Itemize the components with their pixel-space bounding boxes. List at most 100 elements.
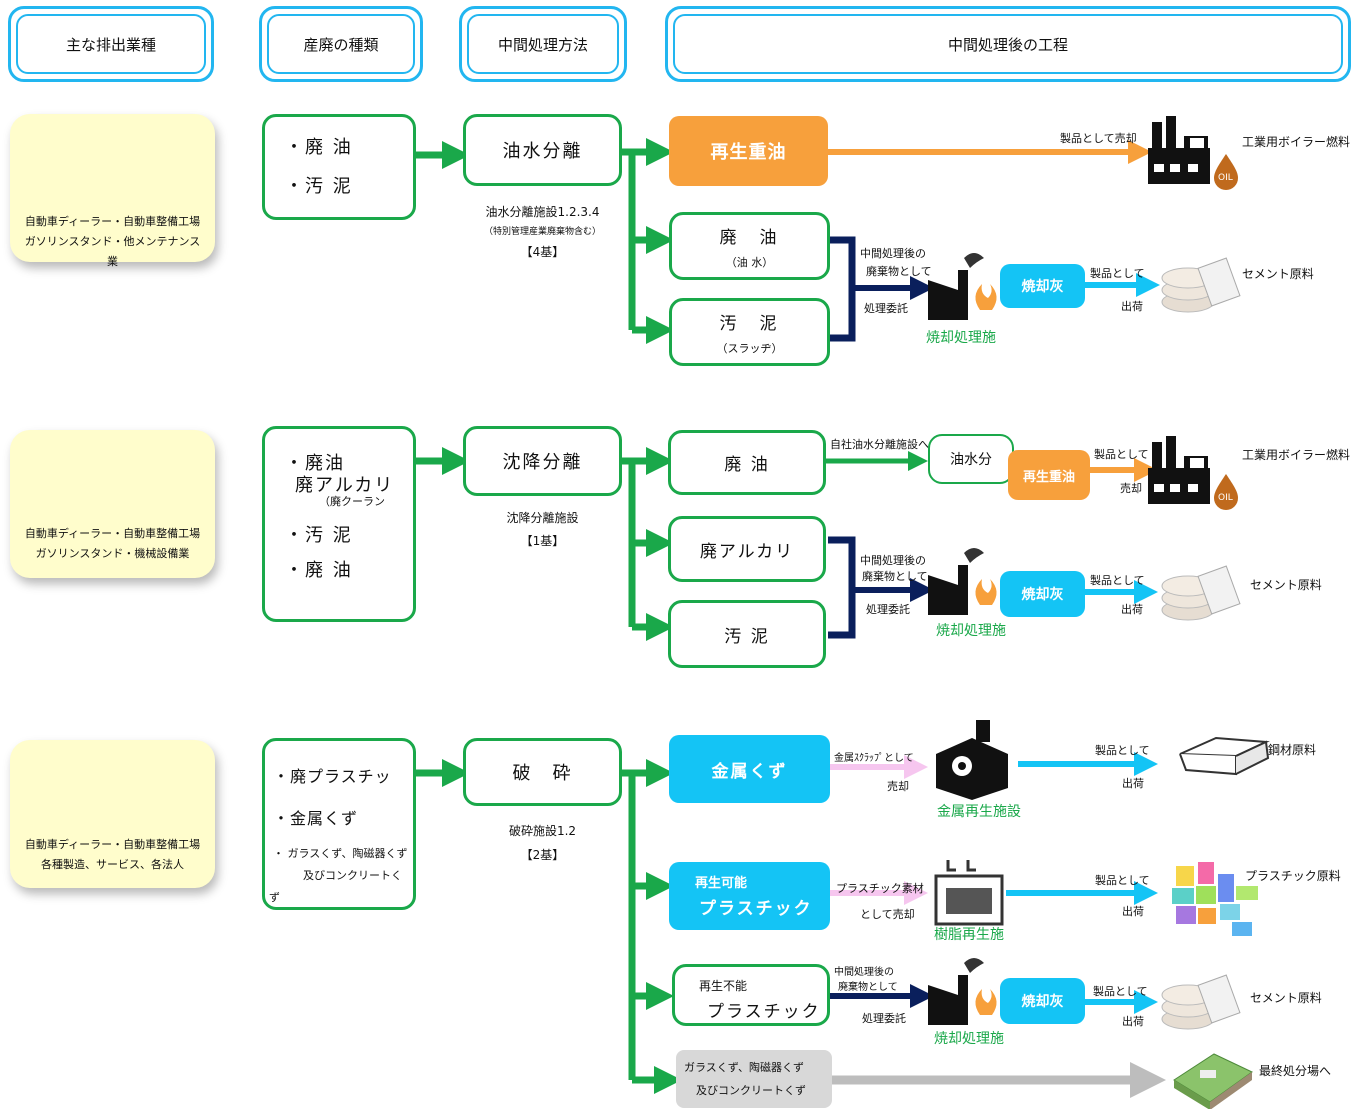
waste-type-1-a: ・廃 油 <box>285 137 353 158</box>
cement-bag-icon-1 <box>1161 257 1241 313</box>
waste-type-box-1: ・廃 油 ・汚 泥 <box>262 114 416 220</box>
industry-box-3: 自動車ディーラー・自動車整備工場 各種製造、サービス、各法人 <box>10 740 215 888</box>
header-waste-type-label: 産廃の種類 <box>267 14 415 74</box>
row3-ship-1b: 製品として <box>1095 874 1150 887</box>
sludge-1-label: 汚 泥 <box>719 313 780 334</box>
row2-consign-2: 廃棄物として <box>862 570 928 583</box>
method-3-count: 【2基】 <box>520 848 565 862</box>
cement-bag-icon-2 <box>1161 565 1241 621</box>
industry-box-2: 自動車ディーラー・自動車整備工場 ガソリンスタンド・機械設備業 <box>10 430 215 578</box>
waste-type-3-b: ・金属くず <box>273 809 359 828</box>
method-1-facility: 油水分離施設1.2.3.4 <box>485 205 600 219</box>
metal-recycling-machine-icon <box>936 720 1008 800</box>
row2-sold-2: 売却 <box>1120 482 1142 495</box>
waste-type-2-d: ・廃 油 <box>285 560 353 581</box>
row3-consign-3: 処理委託 <box>862 1012 906 1025</box>
industry-3-line1: 自動車ディーラー・自動車整備工場 <box>24 838 201 851</box>
incinerator-icon-3 <box>928 958 997 1025</box>
steel-beam-icon <box>1179 736 1270 776</box>
row2-ship-1: 製品として <box>1090 574 1145 587</box>
row2-sold-1: 製品として <box>1094 448 1149 461</box>
waste-type-2-c: ・汚 泥 <box>285 525 353 546</box>
alkali-box-2: 廃アルカリ <box>668 516 826 582</box>
row3-plastic-material: プラスチック素材 <box>836 882 924 895</box>
glass-1: ガラスくず、陶磁器くず <box>684 1061 805 1074</box>
row3-plastic-sold: として売却 <box>860 908 915 921</box>
waste-type-box-2: ・廃油 廃アルカリ （廃クーラン ・汚 泥 ・廃 油 <box>262 426 416 622</box>
svg-text:OIL: OIL <box>1218 493 1233 503</box>
row1-consign-1: 中間処理後の <box>860 247 926 260</box>
method-box-2: 沈降分離 <box>463 426 622 496</box>
row3-cement: セメント原料 <box>1250 991 1322 1005</box>
header-waste-type: 産廃の種類 <box>259 6 423 82</box>
nonrecyclable-2: プラスチック <box>707 1002 821 1022</box>
waste-type-2-b: 廃アルカリ <box>295 475 395 496</box>
row3-resin-facility: 樹脂再生施 <box>934 927 1004 943</box>
row1-sold-label: 製品として売却 <box>1060 132 1137 145</box>
row1-incinerator-label: 焼却処理施 <box>926 330 996 346</box>
oil-water-box-2: 油水分 <box>928 434 1014 484</box>
factory-icon-1: OIL <box>1148 116 1238 190</box>
method-1-note: （特別管理産業廃棄物含む） <box>483 227 601 237</box>
waste-type-2-a: ・廃油 <box>285 453 345 474</box>
method-1-count: 【4基】 <box>520 245 565 259</box>
row1-boiler-fuel: 工業用ボイラー燃料 <box>1242 135 1351 149</box>
glass-ceramic-box-3: ガラスくず、陶磁器くず 及びコンクリートくず <box>676 1050 832 1108</box>
row1-consign-3: 処理委託 <box>864 302 908 315</box>
incinerator-icon-1 <box>928 253 997 320</box>
industry-2-line1: 自動車ディーラー・自動車整備工場 <box>24 527 201 540</box>
recyclable-1: 再生可能 <box>695 876 748 891</box>
row3-plastic-raw: プラスチック原料 <box>1245 869 1341 883</box>
recycled-oil-box-1: 再生重油 <box>669 116 828 186</box>
landfill-icon <box>1173 1053 1253 1109</box>
header-method-label: 中間処理方法 <box>467 14 619 74</box>
row2-consign-3: 処理委託 <box>866 603 910 616</box>
row3-metal-scrap: 金属ｽｸﾗｯﾌﾟとして <box>834 753 914 764</box>
sludge-box-2: 汚 泥 <box>668 600 826 668</box>
method-3-facility: 破砕施設1.2 <box>508 824 577 838</box>
row3-consign-1: 中間処理後の <box>834 967 894 978</box>
header-industry: 主な排出業種 <box>8 6 214 82</box>
waste-type-box-3: ・廃プラスチッ ・金属くず ・ ガラスくず、陶磁器くず 及びコンクリートく ず <box>262 738 416 910</box>
industry-3-line2: 各種製造、サービス、各法人 <box>41 858 184 871</box>
row2-in-house: 自社油水分離施設へ <box>830 438 929 451</box>
metal-box-3: 金属くず <box>669 735 830 803</box>
waste-oil-box-2: 廃 油 <box>668 430 826 495</box>
waste-type-3-a: ・廃プラスチッ <box>273 767 392 786</box>
row2-incinerator-label: 焼却処理施 <box>936 623 1006 639</box>
row3-ship-2b: 出荷 <box>1122 905 1144 918</box>
recyclable-2: プラスチック <box>699 899 813 919</box>
recycled-oil-box-2: 再生重油 <box>1008 450 1090 500</box>
waste-type-3-c3: ず <box>269 891 280 904</box>
row2-cement: セメント原料 <box>1250 578 1322 592</box>
waste-type-1-b: ・汚 泥 <box>285 176 353 197</box>
row1-ash-box: 焼却灰 <box>1000 264 1085 308</box>
sludge-box-1: 汚 泥 （スラッヂ） <box>669 298 830 366</box>
row3-ship-2c: 出荷 <box>1122 1015 1144 1028</box>
plastic-blocks-icon <box>1172 862 1258 936</box>
industry-2-line2: ガソリンスタンド・機械設備業 <box>35 547 190 560</box>
row3-steel: 鋼材原料 <box>1268 743 1317 757</box>
row3-consign-2: 廃棄物として <box>838 982 898 993</box>
row2-ash-box: 焼却灰 <box>1000 571 1085 617</box>
cement-bag-icon-3 <box>1161 974 1241 1030</box>
row3-ash-box: 焼却灰 <box>1000 978 1085 1024</box>
waste-oil-1-label: 廃 油 <box>719 227 780 248</box>
row3-landfill: 最終処分場へ <box>1259 1064 1332 1078</box>
row3-metal-facility: 金属再生施設 <box>937 804 1021 820</box>
row3-incinerator-label: 焼却処理施 <box>934 1031 1004 1047</box>
header-post-process-label: 中間処理後の工程 <box>673 14 1343 74</box>
row1-consign-2: 廃棄物として <box>866 265 932 278</box>
row3-metal-sold: 売却 <box>887 780 909 793</box>
header-post-process: 中間処理後の工程 <box>665 6 1351 82</box>
row2-consign-1: 中間処理後の <box>860 554 926 567</box>
header-method: 中間処理方法 <box>459 6 627 82</box>
incinerator-icon-2 <box>928 548 997 615</box>
nonrecyclable-plastic-box-3: 再生不能 プラスチック <box>672 964 830 1026</box>
nonrecyclable-1: 再生不能 <box>699 979 748 993</box>
row1-ship-1: 製品として <box>1090 267 1145 280</box>
svg-text:OIL: OIL <box>1218 173 1233 183</box>
industry-1-line2: ガソリンスタンド・他メンテナンス <box>24 235 201 248</box>
factory-icon-2: OIL <box>1148 436 1238 510</box>
